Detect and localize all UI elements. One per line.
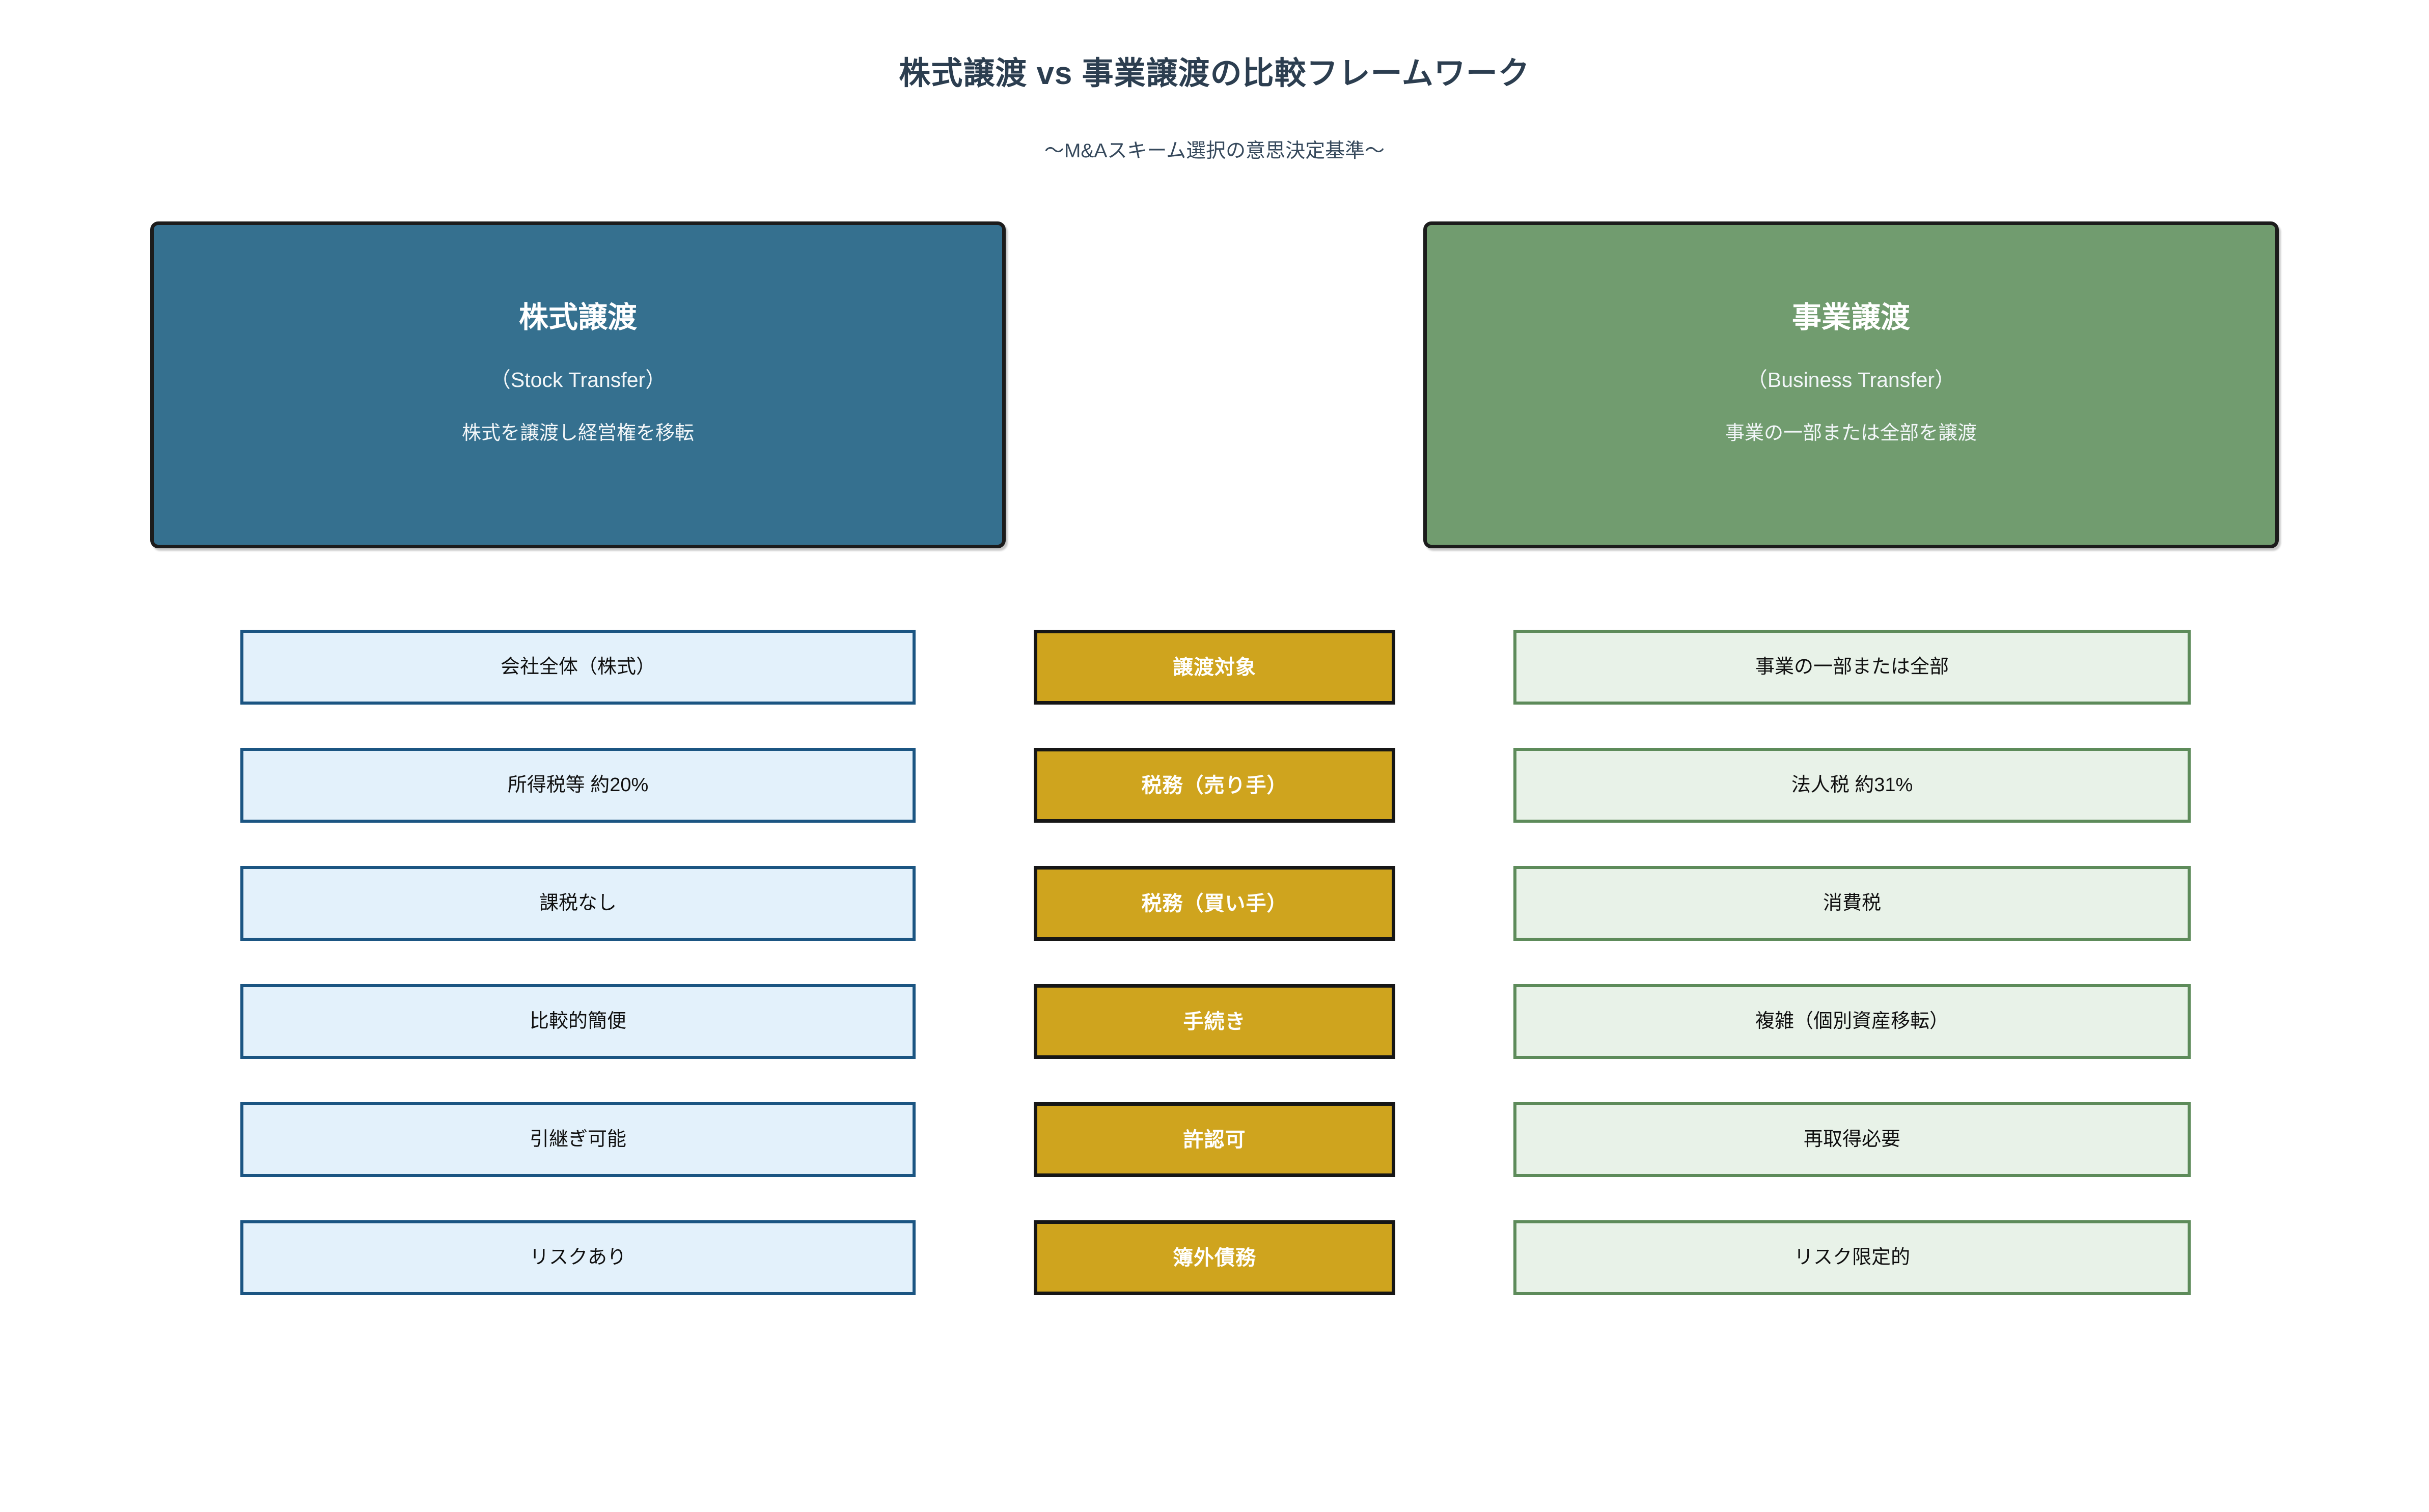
scheme-card-stock-transfer-english: （Stock Transfer） (489, 368, 667, 391)
comparison-row: 課税なし 税務（買い手） 消費税 (0, 866, 2429, 941)
comparison-criterion-label: 税務（売り手） (1034, 748, 1395, 823)
comparison-cell-stock-transfer: 引継ぎ可能 (240, 1102, 916, 1177)
comparison-criterion-label: 税務（買い手） (1034, 866, 1395, 941)
page-title: 株式譲渡 vs 事業譲渡の比較フレームワーク (899, 56, 1530, 91)
comparison-cell-stock-transfer: 所得税等 約20% (240, 748, 916, 823)
scheme-card-business-transfer-english: （Business Transfer） (1746, 368, 1956, 391)
comparison-criterion-label: 簿外債務 (1034, 1220, 1395, 1295)
comparison-criterion-label: 譲渡対象 (1034, 630, 1395, 705)
comparison-cell-stock-transfer: 課税なし (240, 866, 916, 941)
scheme-card-stock-transfer-title: 株式譲渡 (518, 301, 637, 334)
comparison-criterion-label: 手続き (1034, 984, 1395, 1059)
comparison-cell-business-transfer: 事業の一部または全部 (1513, 630, 2191, 705)
comparison-criterion-label: 許認可 (1034, 1102, 1395, 1177)
scheme-card-stock-transfer-description: 株式を譲渡し経営権を移転 (461, 422, 694, 444)
comparison-cell-stock-transfer: 比較的簡便 (240, 984, 916, 1059)
comparison-row: リスクあり 簿外債務 リスク限定的 (0, 1220, 2429, 1295)
comparison-cell-stock-transfer: 会社全体（株式） (240, 630, 916, 705)
comparison-cell-business-transfer: 消費税 (1513, 866, 2191, 941)
comparison-cell-business-transfer: 法人税 約31% (1513, 748, 2191, 823)
comparison-row: 引継ぎ可能 許認可 再取得必要 (0, 1102, 2429, 1177)
scheme-card-business-transfer-title: 事業譲渡 (1791, 301, 1910, 334)
comparison-row: 比較的簡便 手続き 複雑（個別資産移転） (0, 984, 2429, 1059)
page-subtitle: 〜M&Aスキーム選択の意思決定基準〜 (1044, 140, 1385, 162)
comparison-cell-business-transfer: 複雑（個別資産移転） (1513, 984, 2191, 1059)
comparison-cell-business-transfer: 再取得必要 (1513, 1102, 2191, 1177)
comparison-row: 会社全体（株式） 譲渡対象 事業の一部または全部 (0, 630, 2429, 705)
comparison-cell-stock-transfer: リスクあり (240, 1220, 916, 1295)
scheme-card-business-transfer: 事業譲渡 （Business Transfer） 事業の一部または全部を譲渡 (1423, 221, 2279, 548)
comparison-cell-business-transfer: リスク限定的 (1513, 1220, 2191, 1295)
scheme-card-business-transfer-description: 事業の一部または全部を譲渡 (1725, 422, 1977, 444)
scheme-card-stock-transfer: 株式譲渡 （Stock Transfer） 株式を譲渡し経営権を移転 (150, 221, 1006, 548)
comparison-row: 所得税等 約20% 税務（売り手） 法人税 約31% (0, 748, 2429, 823)
